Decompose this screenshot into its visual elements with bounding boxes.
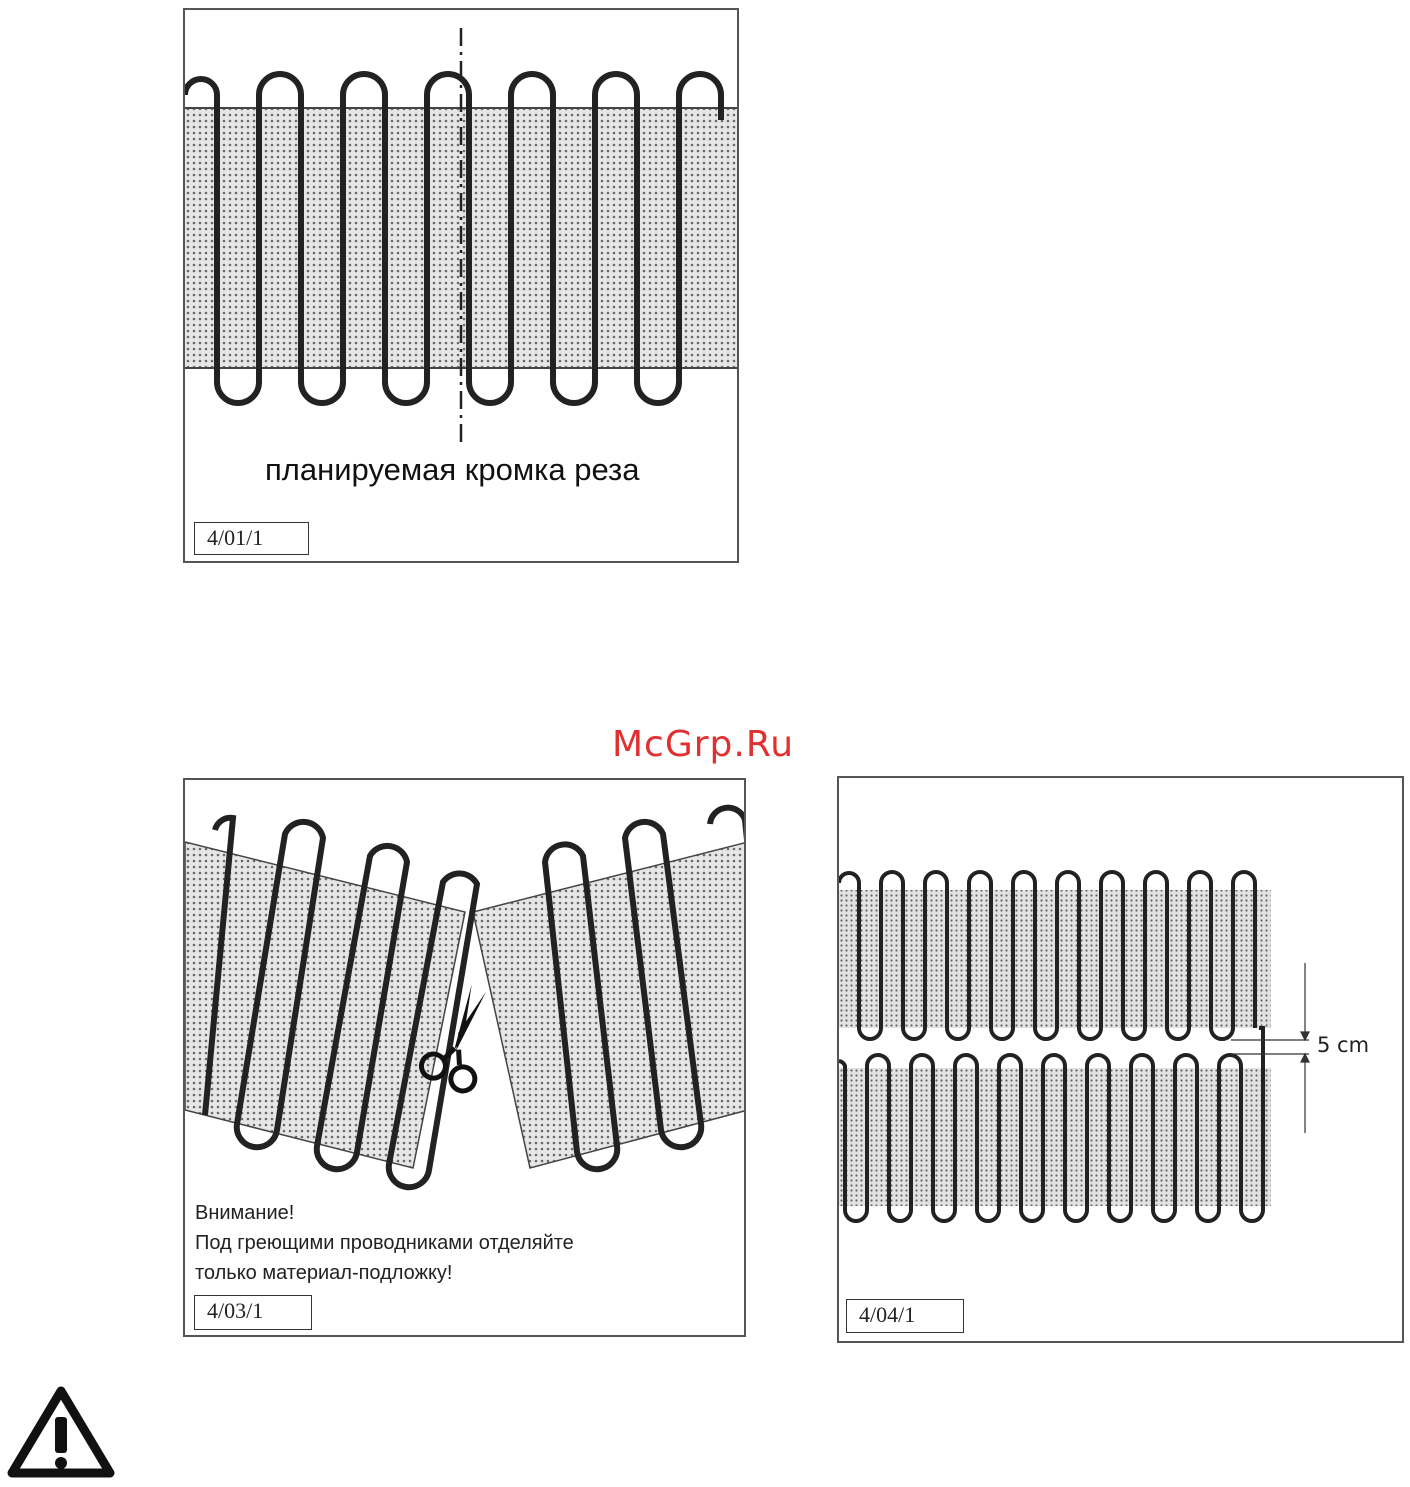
spacing-label: 5 cm	[1317, 1033, 1369, 1057]
cut-edge-caption: планируемая кромка реза	[265, 452, 640, 488]
figure-cutting-mat: Внимание! Под греющими проводниками отде…	[183, 778, 746, 1337]
figure-id-label: 4/01/1	[194, 522, 309, 555]
warning-triangle-icon	[6, 1383, 116, 1483]
figure-mat-spacing: 5 cm 4/04/1	[837, 776, 1404, 1343]
figure-id-label: 4/03/1	[194, 1295, 312, 1330]
watermark: McGrp.Ru	[612, 724, 794, 765]
two-mats-drawing	[839, 778, 1404, 1343]
lower-mat	[839, 1068, 1271, 1206]
note-line: только материал-подложку!	[195, 1258, 574, 1288]
figure-id-label: 4/04/1	[846, 1299, 964, 1333]
note-line: Под греющими проводниками отделяйте	[195, 1228, 574, 1258]
note-line: Внимание!	[195, 1198, 574, 1228]
figure-planned-cut: планируемая кромка реза 4/01/1	[183, 8, 739, 563]
mat-right-half	[473, 842, 746, 1168]
warning-note: Внимание! Под греющими проводниками отде…	[195, 1198, 574, 1288]
